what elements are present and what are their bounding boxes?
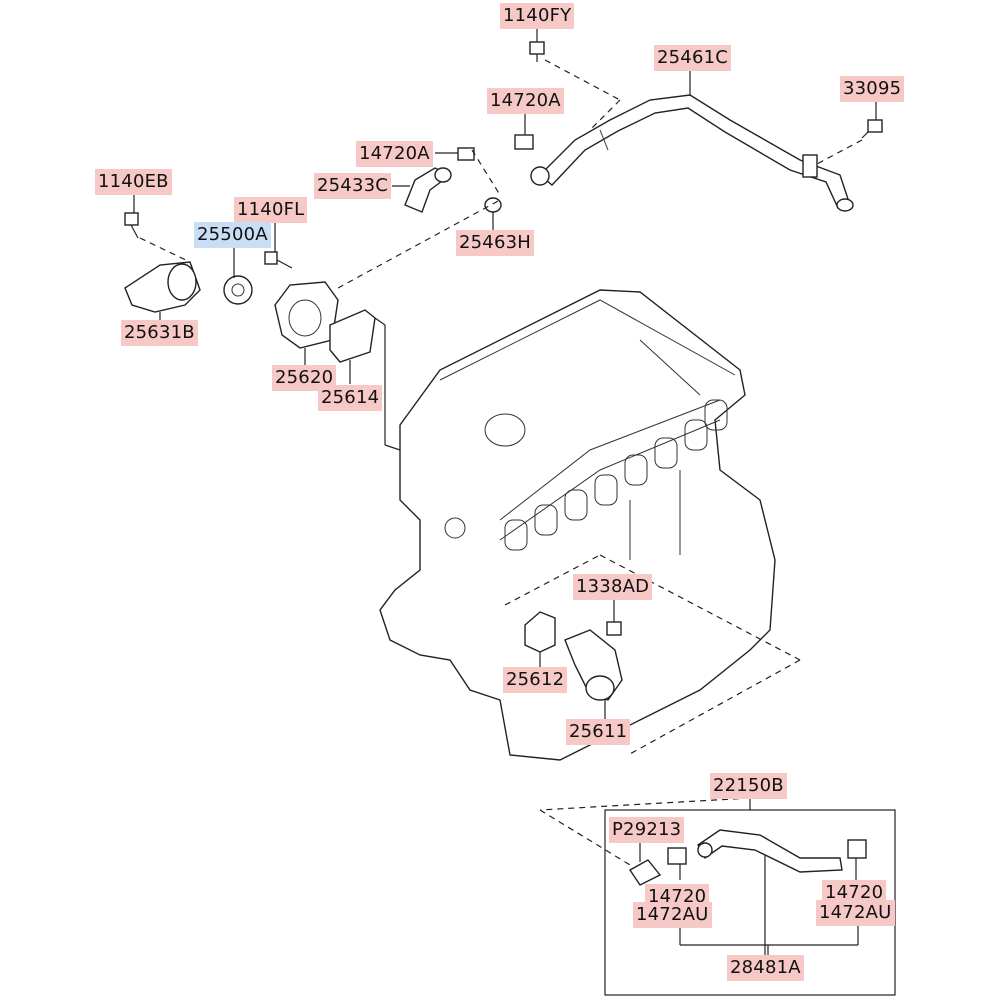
- label-22150b[interactable]: 22150B: [710, 773, 787, 799]
- label-14720a-left[interactable]: 14720A: [356, 141, 433, 167]
- label-p29213[interactable]: P29213: [609, 817, 685, 843]
- thermostat-25500a-drawing[interactable]: [223, 275, 253, 305]
- clamp-14720a-drawing[interactable]: [457, 134, 550, 186]
- hose-28481a-drawing[interactable]: [697, 829, 843, 873]
- connector-p29213-drawing[interactable]: [628, 859, 662, 886]
- water-pipe-drawing[interactable]: [538, 94, 854, 212]
- label-1140eb[interactable]: 1140EB: [95, 169, 172, 195]
- label-25611[interactable]: 25611: [566, 719, 631, 745]
- clamp-14720-left-drawing[interactable]: [667, 847, 687, 865]
- bolt-1140fy-drawing[interactable]: [529, 41, 545, 62]
- intake-ports-drawing: [504, 399, 728, 551]
- bolt-1140eb-drawing[interactable]: [124, 212, 139, 239]
- label-14720-left[interactable]: 14720: [645, 884, 710, 910]
- o-ring-25463h-drawing[interactable]: [484, 197, 502, 213]
- label-1140fy[interactable]: 1140FY: [500, 3, 575, 29]
- label-1472au-right[interactable]: 1472AU: [816, 900, 895, 926]
- bolt-33095-drawing[interactable]: [861, 119, 883, 139]
- housing-25620-drawing[interactable]: [274, 281, 339, 349]
- label-25463h[interactable]: 25463H: [456, 230, 534, 256]
- gasket-25614-drawing[interactable]: [329, 309, 376, 363]
- housing-25631b-drawing[interactable]: [124, 261, 201, 313]
- hose-25433c-drawing[interactable]: [404, 167, 452, 213]
- label-25500a[interactable]: 25500A: [194, 222, 271, 248]
- label-1140fl[interactable]: 1140FL: [234, 197, 308, 223]
- label-28481a[interactable]: 28481A: [727, 955, 804, 981]
- label-14720a-top[interactable]: 14720A: [487, 88, 564, 114]
- label-25433c[interactable]: 25433C: [314, 173, 392, 199]
- gasket-25612-drawing[interactable]: [524, 611, 556, 653]
- label-25461c[interactable]: 25461C: [654, 45, 732, 71]
- clamp-14720-right-drawing[interactable]: [847, 839, 867, 859]
- fitting-25611-drawing[interactable]: [564, 629, 623, 701]
- nut-1338ad-drawing[interactable]: [606, 621, 622, 636]
- label-1338ad[interactable]: 1338AD: [573, 574, 653, 600]
- label-25614[interactable]: 25614: [318, 385, 383, 411]
- label-25612[interactable]: 25612: [503, 667, 568, 693]
- leader-lines: [133, 26, 877, 955]
- engine-block-drawing: [379, 289, 776, 761]
- bolt-1140fl-drawing[interactable]: [264, 251, 293, 269]
- label-33095[interactable]: 33095: [840, 76, 905, 102]
- label-1472au-left[interactable]: 1472AU: [633, 902, 712, 928]
- label-25631b[interactable]: 25631B: [121, 320, 198, 346]
